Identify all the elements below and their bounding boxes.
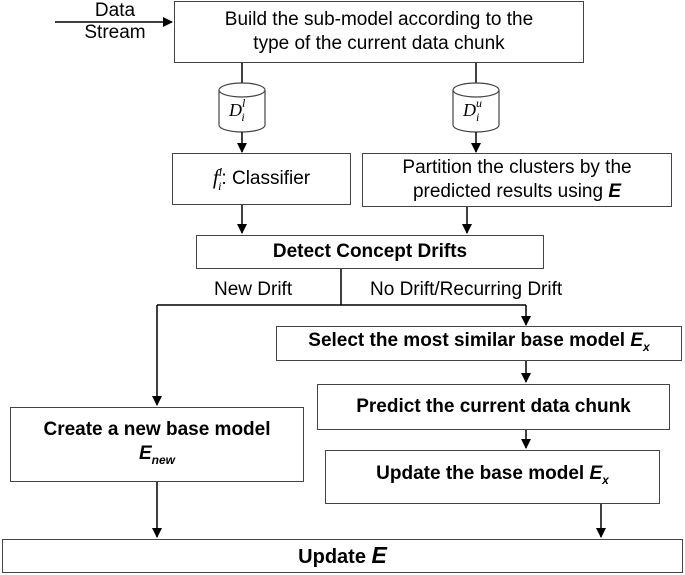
update-ensemble-box: Update E [2,539,683,573]
build-submodel-box: Build the sub-model according to the typ… [174,1,584,63]
create-line-2: Enew [138,442,176,467]
predict-text: Predict the current data chunk [356,396,631,417]
classifier-symbol: fli [212,165,223,193]
select-text: Select the most similar base model Ex [308,329,650,354]
create-new-model-box: Create a new base model Enew [10,407,304,482]
predict-data-chunk-box: Predict the current data chunk [317,384,670,430]
classifier-text: : Classifier [221,168,311,189]
select-similar-model-box: Select the most similar base model Ex [276,326,682,361]
data-label: Data [94,0,136,21]
update-base-model-box: Update the base model Ex [325,450,660,504]
no-drift-label: No Drift/Recurring Drift [370,279,563,300]
detect-concept-drifts-box: Detect Concept Drifts [196,235,544,269]
update-base-text: Update the base model Ex [376,463,609,487]
stream-label: Stream [84,22,146,43]
build-line-2: type of the current data chunk [253,33,505,54]
unlabeled-data-label: Dui [463,96,482,124]
partition-line-1: Partition the clusters by the [402,157,632,178]
build-line-1: Build the sub-model according to the [224,9,534,30]
labeled-data-label: Dli [229,96,246,124]
create-line-1: Create a new base model [43,418,271,440]
classifier-box: fli: Classifier [172,153,351,205]
labeled-data-cylinder [218,82,266,133]
new-drift-label: New Drift [214,279,293,300]
update-final-text: Update E [298,542,387,568]
data-stream-label: Data Stream [60,0,170,44]
partition-clusters-box: Partition the clusters by the predicted … [362,153,672,207]
partition-line-2: predicted results using E [412,181,622,202]
detect-text: Detect Concept Drifts [272,241,468,262]
unlabeled-data-cylinder [452,82,500,133]
